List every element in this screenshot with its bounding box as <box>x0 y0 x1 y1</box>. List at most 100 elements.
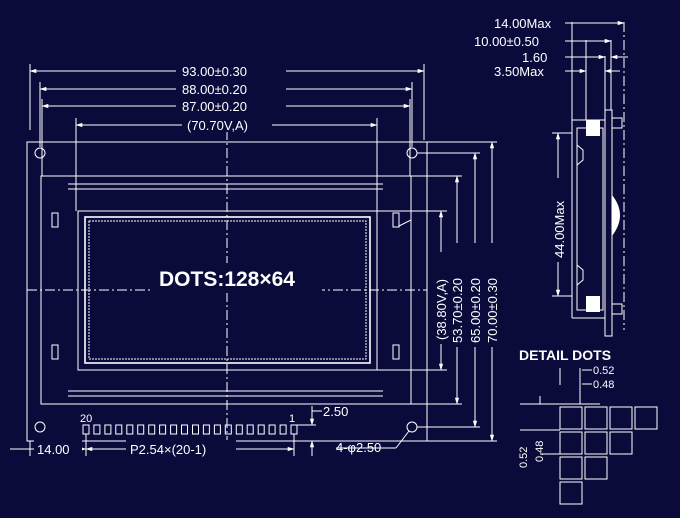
dim-width-overall-label: 93.00±0.30 <box>182 64 247 79</box>
pin-pad <box>104 424 112 435</box>
tab-mark <box>398 210 412 227</box>
dot-cell <box>634 406 658 430</box>
dot-cell <box>609 431 633 455</box>
vlabel-group: 53.70±0.20 <box>450 243 466 347</box>
pin-pad <box>137 424 145 435</box>
detail-dot-h: 0.48 <box>593 379 614 391</box>
dim-height-view-label: (38.80V,A) <box>434 279 449 340</box>
dim-width-holes-label: 88.00±0.20 <box>182 82 247 97</box>
dot-cell <box>559 481 583 505</box>
label-bg <box>182 116 272 132</box>
dots-label-bg <box>152 263 322 293</box>
pin-pad <box>213 424 221 435</box>
side-glass <box>576 127 604 311</box>
pin-pad <box>290 424 298 435</box>
side-pcb <box>604 109 613 337</box>
dot-grid <box>559 406 658 505</box>
dim-height-bezel-label: 53.70±0.20 <box>450 278 465 343</box>
side-connector <box>612 195 620 236</box>
label-bg <box>34 440 82 456</box>
pin-pad <box>93 424 101 435</box>
side-clip <box>576 264 584 286</box>
vlabel-group: 0.52 <box>518 447 530 468</box>
label-bg <box>176 97 286 113</box>
dim-thickness-module-label: 10.00±0.50 <box>474 34 539 49</box>
pin-pad <box>82 424 90 435</box>
pin-last-label: 20 <box>80 413 92 425</box>
dots-label: DOTS:128×64 <box>159 268 295 291</box>
side-block-top <box>586 120 600 136</box>
slot-mark <box>51 212 59 228</box>
slot-mark <box>51 344 59 360</box>
dim-width-view-label: (70.70V,A) <box>187 118 248 133</box>
dim-pin-offset-label: 2.50 <box>323 404 348 419</box>
label-bg <box>552 178 568 262</box>
label-bg <box>434 252 450 344</box>
mounting-hole-tr <box>406 147 418 159</box>
dim-edge-offset-label: 14.00 <box>37 442 70 457</box>
dim-thickness-max-label: 14.00Max <box>494 16 552 31</box>
pin-pad <box>279 424 287 435</box>
dot-cell <box>584 456 608 480</box>
pin-pad <box>268 424 276 435</box>
mounting-hole-tl <box>34 147 46 159</box>
dot-cell <box>609 406 633 430</box>
side-block-bottom <box>586 296 600 312</box>
label-bg <box>126 440 236 456</box>
pin-pad <box>148 424 156 435</box>
dot-cell <box>584 431 608 455</box>
dot-cell <box>559 456 583 480</box>
vlabel-group: 44.00Max <box>552 178 568 262</box>
dot-cell <box>559 431 583 455</box>
detail-pitch-h: 0.52 <box>593 365 614 377</box>
pin-pad <box>257 424 265 435</box>
pin-pad <box>181 424 188 435</box>
slot-mark <box>392 212 400 228</box>
vlabel-group: 65.00±0.20 <box>468 243 484 347</box>
dim-width-bezel-label: 87.00±0.20 <box>182 99 247 114</box>
pin-pad <box>170 424 178 435</box>
slot-mark <box>392 344 400 360</box>
pin-pad <box>126 424 134 435</box>
detail-dot-v: 0.48 <box>534 441 546 462</box>
dim-height-side-label: 44.00Max <box>552 200 567 258</box>
label-bg <box>176 80 286 96</box>
dot-cell <box>559 406 583 430</box>
pin-first-label: 1 <box>289 413 295 425</box>
vlabel-group: (38.80V,A) <box>434 252 450 344</box>
dim-height-overall-label: 70.00±0.30 <box>485 278 500 343</box>
side-pin <box>611 117 623 129</box>
pin-pad <box>202 424 210 435</box>
label-bg <box>450 243 466 347</box>
pin-pad <box>224 424 232 435</box>
dim-height-holes-label: 65.00±0.20 <box>468 278 483 343</box>
detail-pitch-v: 0.52 <box>518 447 530 468</box>
label-bg <box>485 243 501 347</box>
front-view: DOTS:128×64 93.00±0.30 88.00±0.20 87.00±… <box>10 62 501 457</box>
side-view: 14.00Max 10.00±0.50 1.60 3.50Max 44.00Ma… <box>474 16 628 337</box>
label-bg <box>176 62 286 78</box>
dot-cell <box>584 406 608 430</box>
detail-title: DETAIL DOTS <box>519 347 611 363</box>
pin-pad <box>159 424 167 435</box>
detail-dots: DETAIL DOTS 0.52 0.48 0.52 0.48 <box>518 347 658 505</box>
hole-leader <box>395 430 410 449</box>
mounting-hole-bl <box>34 421 46 433</box>
dim-pin-pitch-label: P2.54×(20-1) <box>130 442 206 457</box>
label-bg <box>468 243 484 347</box>
side-pin <box>611 303 623 315</box>
pin-pad <box>115 424 123 435</box>
dim-pcb-label: 1.60 <box>522 50 547 65</box>
pin-header <box>82 424 298 435</box>
vlabel-group: 0.48 <box>534 441 546 462</box>
pin-pad <box>235 424 243 435</box>
pin-pad <box>246 424 254 435</box>
side-clip <box>576 144 584 166</box>
vlabel-group: 70.00±0.30 <box>485 243 501 347</box>
hole-spec-label: 4-φ2.50 <box>336 440 381 455</box>
mounting-hole-br <box>406 421 418 433</box>
pin-pad <box>192 424 199 435</box>
dim-bezel-label: 3.50Max <box>494 64 544 79</box>
